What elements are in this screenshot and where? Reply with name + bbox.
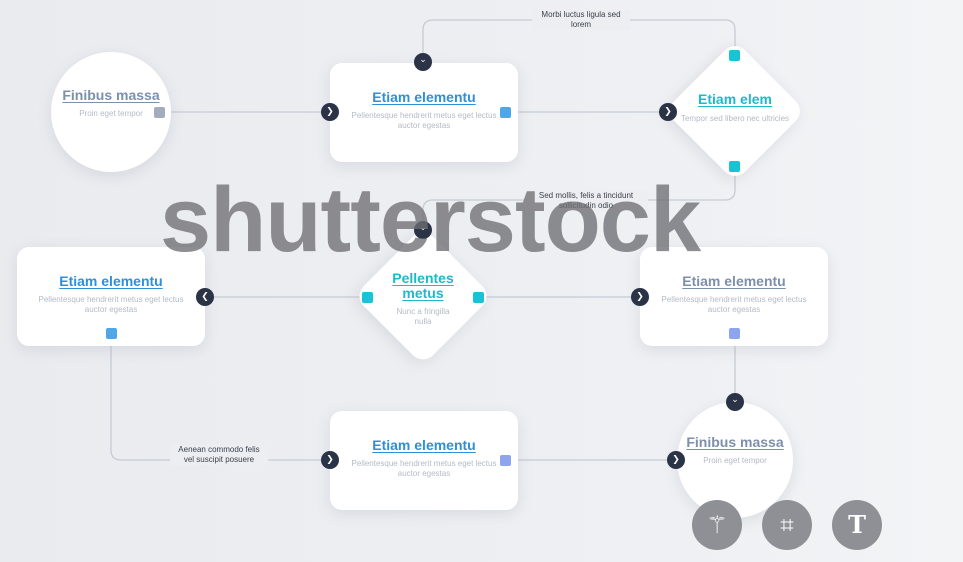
magic-wand-icon[interactable]: ⚚ (692, 500, 742, 550)
node-description: Pellentesque hendrerit metus eget lectus… (661, 295, 807, 314)
process-card-middle-right-text: Etiam elementu Pellentesque hendrerit me… (650, 274, 818, 315)
process-card-bottom-text: Etiam elementu Pellentesque hendrerit me… (340, 438, 508, 479)
node-title: Etiam elem (698, 91, 772, 107)
arrow-right-icon: ❯ (631, 288, 649, 306)
connector-note-middle: Sed mollis, felis a tincidunt sollicitud… (524, 191, 648, 211)
node-description: Proin eget tempor (703, 456, 767, 465)
node-title: Finibus massa (62, 87, 160, 103)
arrow-right-icon: ❯ (321, 451, 339, 469)
arrow-right-icon: ❯ (321, 103, 339, 121)
arrow-down-icon: ⌄ (414, 53, 432, 71)
connection-port[interactable] (154, 107, 165, 118)
node-description: Proin eget tempor (79, 109, 143, 118)
shutterstock-watermark: shutterstock (160, 169, 701, 271)
arrow-down-icon: ⌄ (726, 393, 744, 411)
connection-port[interactable] (106, 328, 117, 339)
text-tool-icon[interactable]: T (832, 500, 882, 550)
arrow-left-icon: ❮ (196, 288, 214, 306)
node-title: Etiam elementu (682, 273, 786, 289)
connection-port[interactable] (500, 455, 511, 466)
connection-port[interactable] (500, 107, 511, 118)
decision-diamond-top-right-text: Etiam elem Tempor sed libero nec ultrici… (680, 92, 790, 124)
process-card-bottom[interactable] (330, 411, 518, 510)
start-circle-node[interactable] (51, 52, 171, 172)
end-circle-node[interactable] (677, 402, 793, 518)
node-description: Tempor sed libero nec ultricies (680, 114, 790, 123)
node-description: Pellentesque hendrerit metus eget lectus… (38, 295, 184, 314)
process-card-top-text: Etiam elementu Pellentesque hendrerit me… (340, 90, 508, 131)
node-title: Etiam elementu (372, 437, 476, 453)
connection-port[interactable] (729, 50, 740, 61)
connection-port[interactable] (362, 292, 373, 303)
crop-icon[interactable]: ⌗ (762, 500, 812, 550)
node-description: Pellentesque hendrerit metus eget lectus… (351, 459, 497, 478)
node-title: Finibus massa (686, 434, 784, 450)
arrow-right-icon: ❯ (659, 103, 677, 121)
connector-note-bottom-left: Aenean commodo felis vel suscipit posuer… (170, 445, 268, 465)
start-circle-text: Finibus massa Proin eget tempor (61, 88, 161, 119)
process-card-middle-left-text: Etiam elementu Pellentesque hendrerit me… (27, 274, 195, 315)
end-circle-text: Finibus massa Proin eget tempor (685, 435, 785, 466)
connector-left-down (110, 333, 330, 461)
decision-diamond-center-text: Pellentes metus Nunc a fringilla nulla (373, 271, 473, 327)
arrow-right-icon: ❯ (667, 451, 685, 469)
connection-port[interactable] (729, 328, 740, 339)
node-description: Pellentesque hendrerit metus eget lectus… (351, 111, 497, 130)
node-title: Etiam elementu (59, 273, 163, 289)
connector-note-top: Morbi luctus ligula sed lorem (532, 10, 630, 30)
node-title: Pellentes metus (392, 270, 454, 301)
process-card-top[interactable] (330, 63, 518, 162)
connection-port[interactable] (729, 161, 740, 172)
node-title: Etiam elementu (372, 89, 476, 105)
connection-port[interactable] (473, 292, 484, 303)
node-description: Nunc a fringilla nulla (396, 307, 450, 326)
arrow-down-icon: ⌄ (414, 221, 432, 239)
